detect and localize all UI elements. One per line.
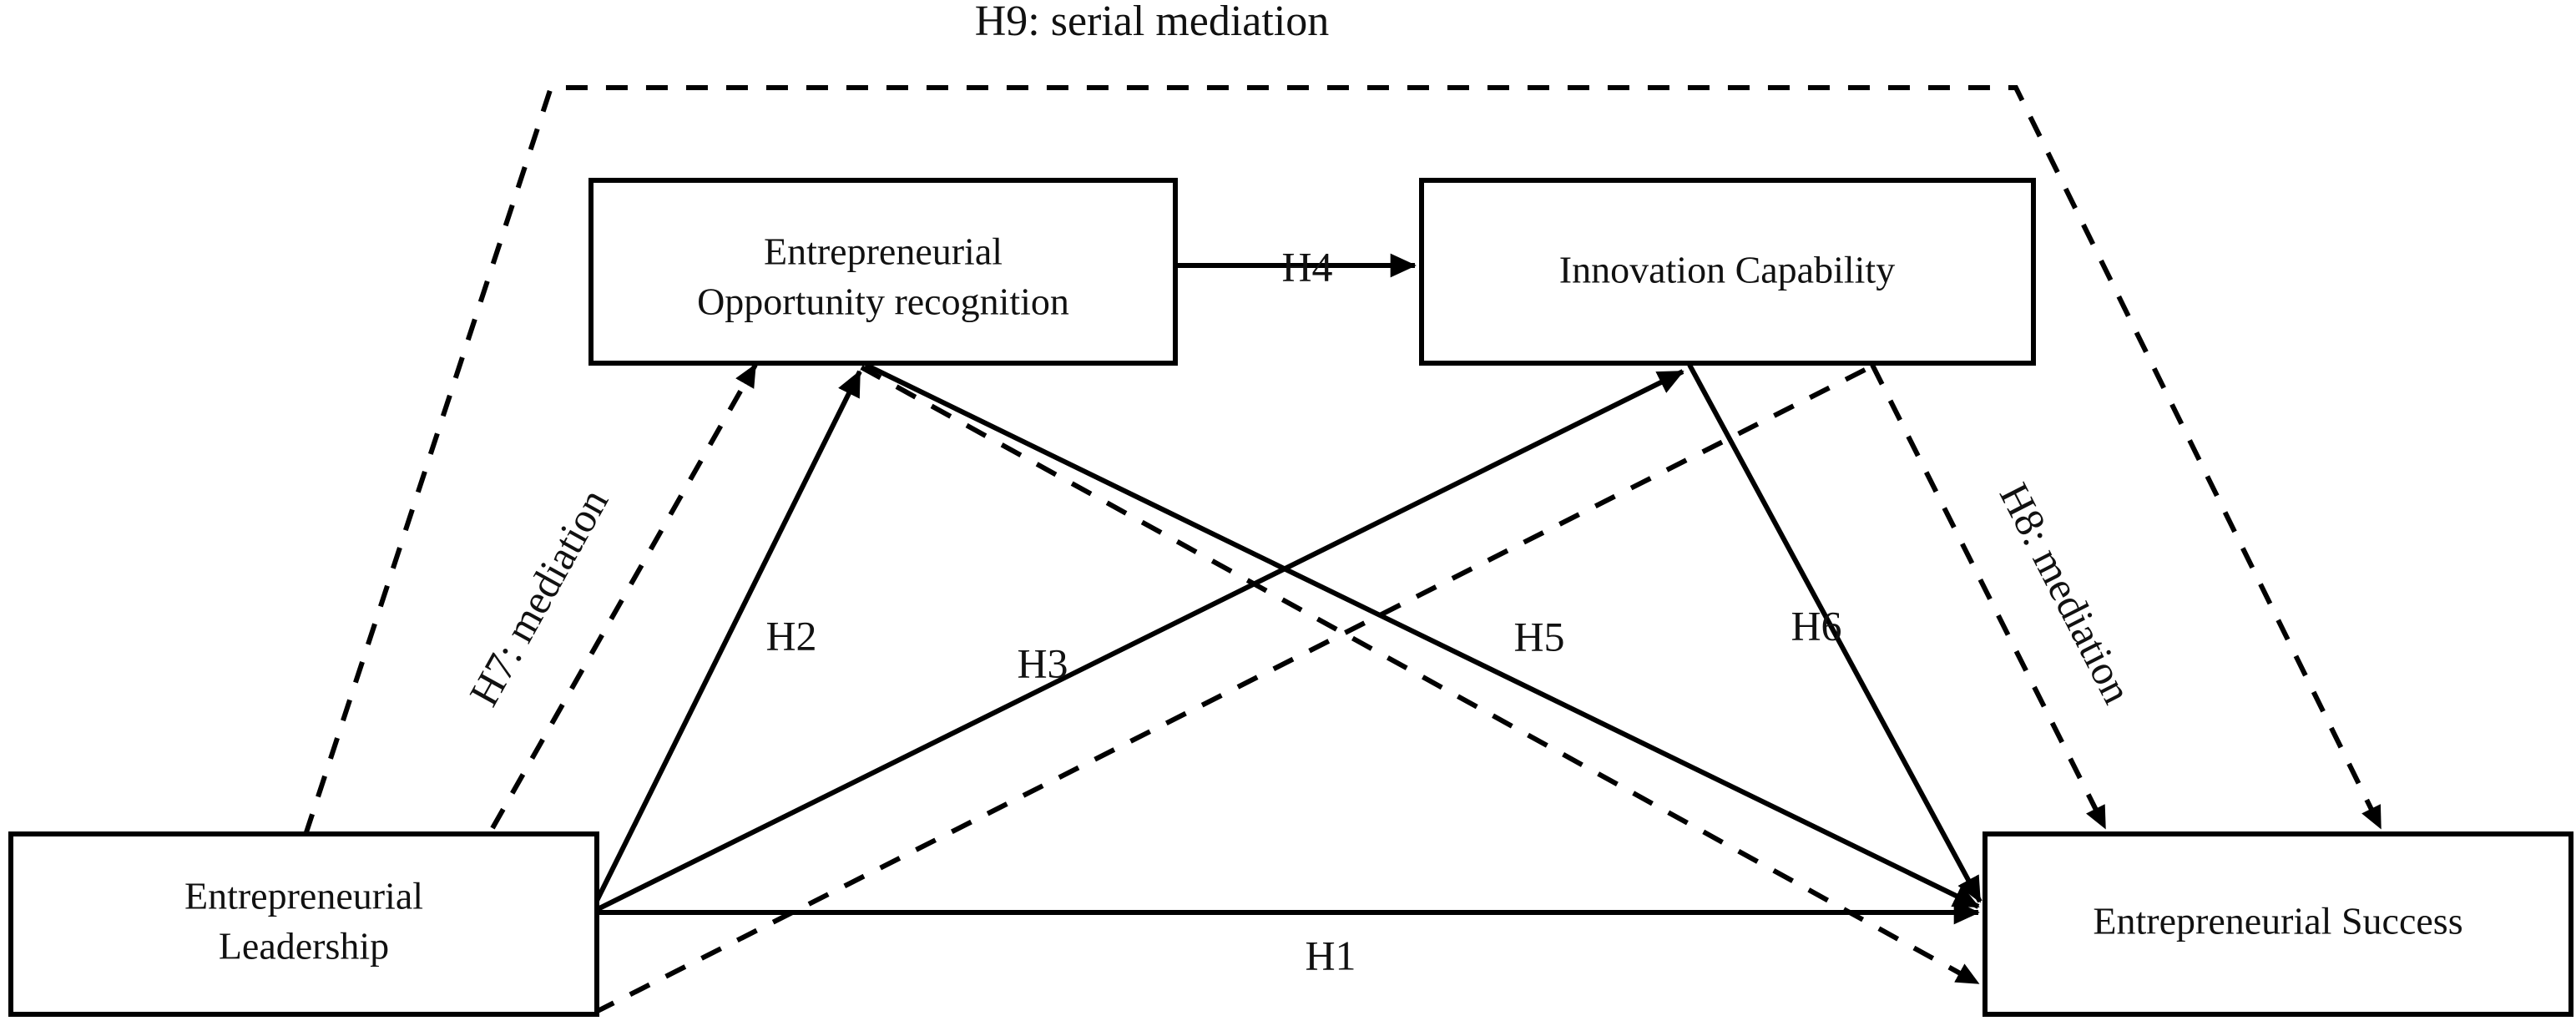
edge-h3 <box>589 369 1685 915</box>
entrepreneurial-leadership-label-line2: Leadership <box>219 925 389 968</box>
edge-dashed-leadership-to-innovation <box>593 366 1870 1015</box>
edge-h9-path <box>303 85 2383 836</box>
entrepreneurial-leadership-box[interactable] <box>8 831 599 1017</box>
node-entrepreneurial-leadership[interactable]: Entrepreneurial Leadership <box>8 831 599 1017</box>
edge-h8-mediation <box>1870 363 2108 830</box>
edge-label-h7: H7: mediation <box>460 481 617 714</box>
edge-label-h5: H5 <box>1513 613 1564 660</box>
opportunity-recognition-label-line2: Opportunity recognition <box>697 280 1069 323</box>
edge-h6-path <box>1687 363 1983 903</box>
node-entrepreneurial-success[interactable]: Entrepreneurial Success <box>1983 831 2573 1017</box>
edge-dashed-or-success-path <box>860 365 1980 986</box>
edge-label-h8: H8: mediation <box>1991 476 2141 711</box>
node-opportunity-recognition[interactable]: Entrepreneurial Opportunity recognition <box>588 178 1178 366</box>
edge-h7-mediation <box>490 363 758 830</box>
innovation-capability-box[interactable] <box>1419 178 2036 366</box>
node-innovation-capability[interactable]: Innovation Capability <box>1419 178 2036 366</box>
entrepreneurial-success-label: Entrepreneurial Success <box>2093 900 2462 943</box>
edge-h6 <box>1687 363 1983 903</box>
edge-h7-path <box>490 363 758 830</box>
edge-label-h4: H4 <box>1281 243 1332 290</box>
edge-label-h9: H9: serial mediation <box>975 0 1330 45</box>
edge-label-h2: H2 <box>765 612 816 659</box>
edge-h5-path <box>864 362 1980 909</box>
entrepreneurial-leadership-label-line1: Entrepreneurial <box>184 875 423 917</box>
edge-h9-serial-mediation <box>303 85 2383 836</box>
edge-h5 <box>864 362 1980 909</box>
edge-label-h3: H3 <box>1017 639 1068 686</box>
edge-h2 <box>588 370 862 914</box>
entrepreneurial-success-box[interactable] <box>1983 831 2573 1017</box>
edge-h2-path <box>588 370 862 914</box>
edge-label-h1: H1 <box>1305 932 1356 978</box>
edge-label-h6: H6 <box>1791 602 1841 649</box>
opportunity-recognition-box[interactable] <box>588 178 1178 366</box>
innovation-capability-label: Innovation Capability <box>1559 249 1895 291</box>
edge-h3-path <box>589 369 1685 915</box>
edge-dashed-or-to-success <box>860 365 1980 986</box>
opportunity-recognition-label-line1: Entrepreneurial <box>764 230 1003 273</box>
edge-dashed-leadership-innovation-path <box>593 366 1870 1015</box>
edge-h8-path <box>1870 363 2108 830</box>
